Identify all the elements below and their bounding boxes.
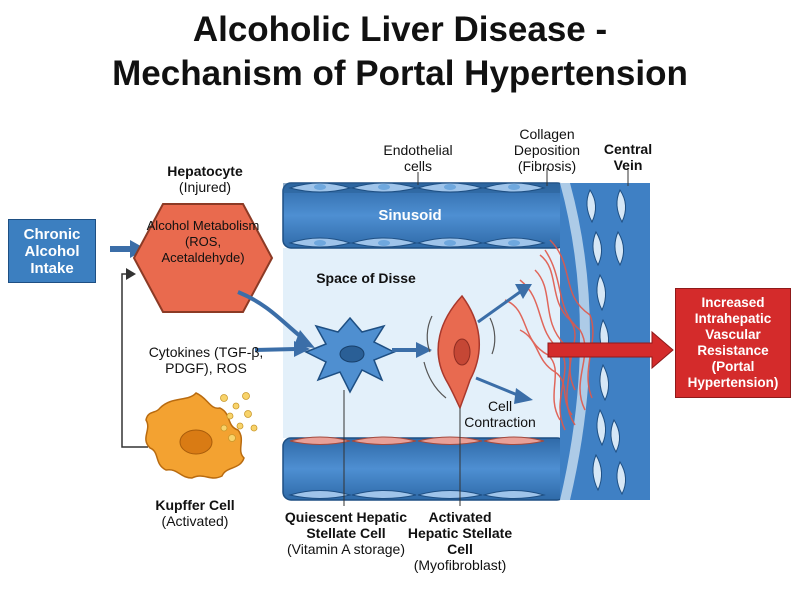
arrow-to-portal-hypertension xyxy=(547,330,674,370)
feedback-line xyxy=(121,273,148,448)
kupffer-title: Kupffer Cell xyxy=(155,497,235,513)
hepatocyte-label: Hepatocyte (Injured) xyxy=(140,163,270,195)
central-vein xyxy=(560,183,650,500)
diagram-title-line-1: Alcoholic Liver Disease - xyxy=(192,10,608,49)
chronic-alcohol-box: Chronic Alcohol Intake xyxy=(8,219,96,283)
sinusoid-bottom-vessel xyxy=(282,436,566,501)
hepatocyte-inner-text: Alcohol Metabolism (ROS, Acetaldehyde) xyxy=(146,218,260,265)
arrow-activated-to-contraction xyxy=(475,376,521,398)
activated-cell-label: Activated Hepatic Stellate Cell (Myofibr… xyxy=(404,509,516,573)
portal-hypertension-box: Increased Intrahepatic Vascular Resistan… xyxy=(675,288,791,398)
diagram-title-line-2: Mechanism of Portal Hypertension xyxy=(112,54,688,93)
space-of-disse-label: Space of Disse xyxy=(316,270,416,286)
hepatocyte-hexagon xyxy=(132,203,274,313)
quiescent-cell-title: Quiescent Hepatic Stellate Cell xyxy=(284,509,408,541)
activated-cell-title: Activated Hepatic Stellate Cell xyxy=(407,509,513,557)
activated-cell-subtitle: (Myofibroblast) xyxy=(413,557,507,573)
contraction-motion-lines xyxy=(423,315,496,399)
endothelial-label: Endothelial cells xyxy=(383,142,453,174)
quiescent-cell-subtitle: (Vitamin A storage) xyxy=(286,541,406,557)
cytokines-label: Cytokines (TGF-β, PDGF), ROS xyxy=(148,344,264,376)
cytokine-particles xyxy=(220,392,258,442)
hepatocyte-subtitle: (Injured) xyxy=(178,179,232,195)
collagen-label: Collagen Deposition (Fibrosis) xyxy=(513,126,581,174)
cell-contraction-label: Cell Contraction xyxy=(464,398,536,430)
hepatocyte-title: Hepatocyte xyxy=(167,163,243,179)
arrow-cytokines-to-stellate xyxy=(254,347,297,352)
kupffer-subtitle: (Activated) xyxy=(161,513,229,529)
chronic-alcohol-label: Chronic Alcohol Intake xyxy=(23,225,81,277)
kupffer-label: Kupffer Cell (Activated) xyxy=(130,497,260,529)
sinusoid-label: Sinusoid xyxy=(378,207,442,224)
collagen-fibers xyxy=(504,239,594,431)
portal-hypertension-label: Increased Intrahepatic Vascular Resistan… xyxy=(687,295,779,390)
central-vein-label: Central Vein xyxy=(603,141,653,173)
arrow-activated-to-collagen xyxy=(477,290,521,324)
quiescent-cell-label: Quiescent Hepatic Stellate Cell (Vitamin… xyxy=(276,509,416,557)
